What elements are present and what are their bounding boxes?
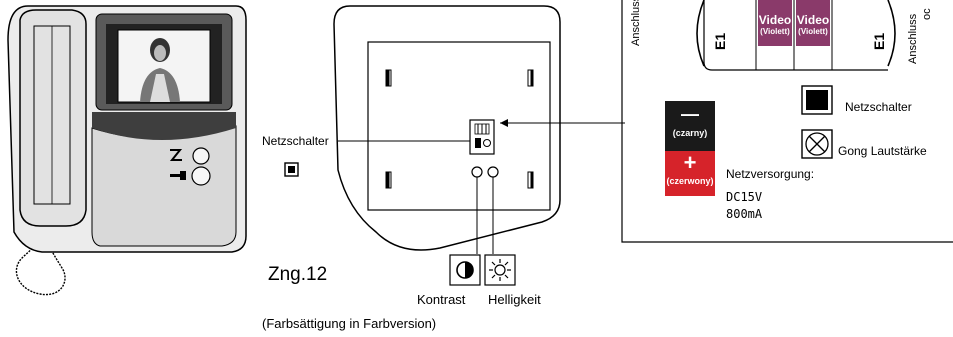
monitor-front-view [7, 5, 247, 296]
power-plus-terminal: + (czerwony) [665, 151, 715, 196]
terminal-video-2-label: Video [796, 13, 830, 27]
netzschalter-legend-label: Netzschalter [845, 100, 912, 114]
plus-label: (czerwony) [666, 176, 714, 186]
monitor-door-button[interactable] [191, 166, 211, 186]
mounting-slots [385, 69, 534, 189]
handset-cord [15, 224, 66, 296]
figure-id: Zng.12 [268, 264, 328, 285]
terminal-video-2: Video (Violett) [796, 13, 830, 37]
gong-volume-symbol [801, 129, 833, 159]
minus-symbol: — [681, 104, 699, 124]
plus-symbol: + [683, 150, 697, 175]
anschluss-left-label: Anschluss [630, 0, 642, 46]
netzschalter-legend-symbol [801, 85, 833, 115]
key-icon [170, 171, 186, 180]
footnote: (Farbsättigung in Farbversion) [262, 316, 437, 331]
helligkeit-label: Helligkeit [488, 292, 541, 307]
netzschalter-callout-label: Netzschalter [262, 134, 329, 148]
adjust-icons [449, 254, 516, 286]
monitor-back-view [333, 5, 561, 254]
supply-voltage: DC15V [726, 190, 763, 204]
minus-label: (czarny) [672, 128, 708, 138]
anschluss-right-label-2: oc [921, 8, 933, 20]
terminal-video-1-label: Video [758, 13, 792, 27]
detail-panel [621, 0, 953, 243]
contrast-icon [449, 254, 481, 286]
screen-person-image [140, 38, 180, 102]
supply-current: 800mA [726, 207, 763, 221]
gong-lautstaerke-label: Gong Lautstärke [838, 144, 927, 158]
call-icon [169, 149, 183, 161]
kontrast-label: Kontrast [417, 292, 466, 307]
terminal-e1-left: E1 [712, 32, 728, 50]
brightness-icon [484, 254, 516, 286]
terminal-video-1: Video (Violett) [758, 13, 792, 37]
monitor-call-button[interactable] [192, 147, 210, 165]
back-mounting-plate [367, 41, 551, 211]
terminal-video-1-sub: (Violett) [760, 27, 790, 36]
power-minus-terminal: — (czarny) [665, 101, 715, 151]
anschluss-right-label: Anschluss [907, 13, 919, 64]
back-switch-block [469, 119, 495, 155]
netzschalter-symbol [284, 162, 299, 177]
terminal-video-2-sub: (Violett) [798, 27, 828, 36]
terminal-e1-right: E1 [871, 32, 887, 50]
video-terminal-2-bg [796, 0, 830, 46]
connector-outline [703, 0, 888, 71]
netzversorgung-title: Netzversorgung: [726, 167, 815, 181]
video-terminal-1-bg [758, 0, 792, 46]
monitor-dark-band [92, 112, 236, 140]
